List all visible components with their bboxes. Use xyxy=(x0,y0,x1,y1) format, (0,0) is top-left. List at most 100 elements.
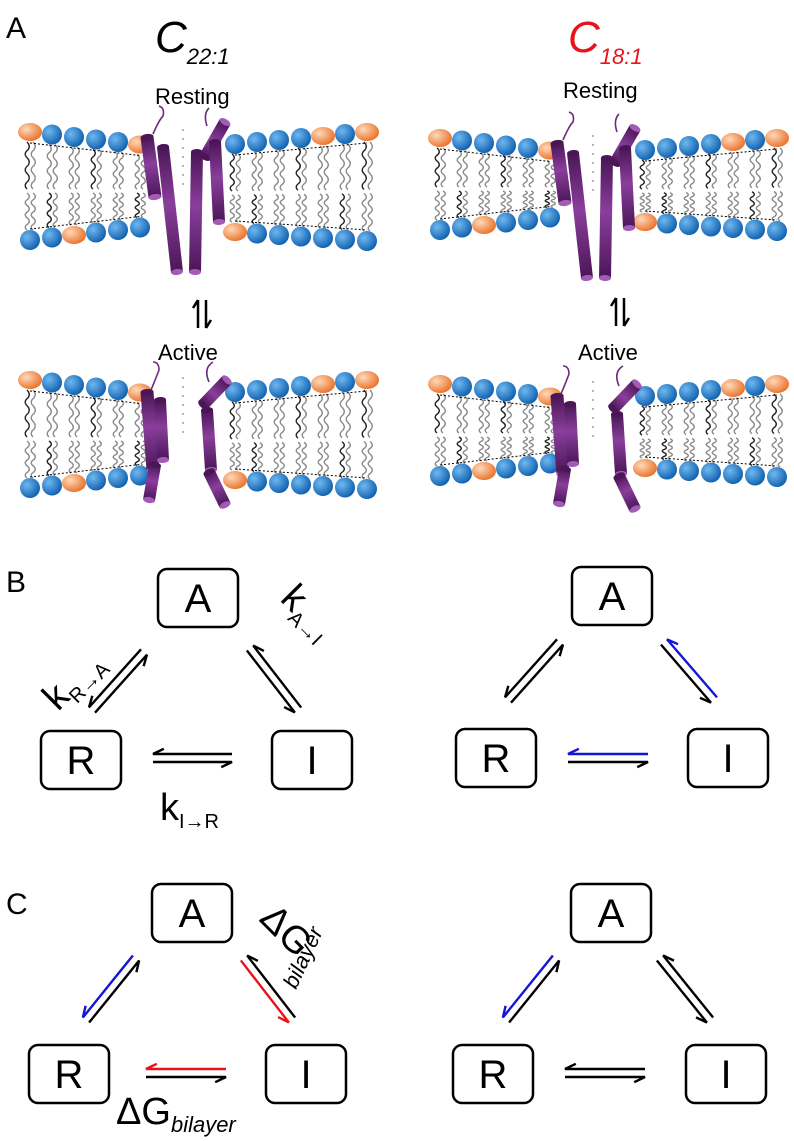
headgroup-bottom xyxy=(767,467,787,487)
c-left-state-r: R xyxy=(27,1043,111,1105)
protein-helix xyxy=(203,468,231,509)
headgroup-top xyxy=(657,138,677,158)
headgroup-bottom xyxy=(223,223,247,241)
headgroup-bottom xyxy=(42,475,62,496)
headgroup-bottom xyxy=(20,478,40,498)
headgroup-bottom xyxy=(108,220,128,240)
kinetic-arrows xyxy=(81,638,718,1084)
headgroup-bottom xyxy=(357,479,377,499)
membrane-boundary xyxy=(29,464,141,478)
pore-dot xyxy=(182,413,184,415)
headgroup-top xyxy=(42,124,62,145)
headgroup-bottom xyxy=(313,228,333,248)
protein-helix xyxy=(154,396,169,464)
right-title-main: C xyxy=(568,13,601,62)
headgroup-top xyxy=(108,380,128,400)
left-resting-label: Resting xyxy=(155,84,230,109)
headgroup-top xyxy=(496,381,516,402)
c-left-r-a-forward xyxy=(88,959,141,1024)
c-right-state-a: A xyxy=(569,882,653,944)
headgroup-top xyxy=(18,371,42,389)
b-right-state-r: R xyxy=(454,727,538,789)
left-title-main: C xyxy=(155,13,188,62)
b-left-r-i-forward xyxy=(153,760,233,769)
headgroup-bottom xyxy=(62,226,86,244)
dg-bottom-label: ΔGbilayer xyxy=(116,1091,237,1137)
headgroup-bottom xyxy=(357,231,377,251)
headgroup-top xyxy=(225,382,245,402)
protein-helix xyxy=(553,465,571,508)
protein-loop xyxy=(150,361,160,391)
protein-helix xyxy=(550,139,572,207)
membrane-boundary xyxy=(439,206,551,220)
headgroup-top xyxy=(679,136,699,156)
left-equilibrium-arrows xyxy=(191,299,213,329)
membrane-boundary xyxy=(439,452,551,466)
headgroup-bottom xyxy=(430,466,450,486)
headgroup-bottom xyxy=(472,462,496,480)
c-left-r-i-forward xyxy=(146,1075,227,1084)
headgroup-bottom xyxy=(472,216,496,234)
headgroup-bottom xyxy=(657,213,677,234)
b-left-r-a-reverse xyxy=(87,648,142,709)
c-right-a-i-forward xyxy=(655,959,708,1024)
protein-helix xyxy=(143,461,161,504)
c-right-a-text: A xyxy=(598,892,625,936)
pore-dot xyxy=(182,431,184,433)
membrane-boundary xyxy=(29,390,141,404)
headgroup-top xyxy=(765,375,789,393)
headgroup-bottom xyxy=(540,453,560,474)
b-left-a-i-reverse xyxy=(252,644,303,709)
pore-dot xyxy=(182,174,184,176)
b-right-state-i: I xyxy=(686,727,770,789)
b-right-r-i-reverse xyxy=(567,747,648,756)
headgroup-bottom xyxy=(20,230,40,250)
pore-dot xyxy=(592,417,594,419)
c-right-r-a-reverse xyxy=(501,954,554,1019)
dg-bottom-delta: ΔG xyxy=(116,1091,171,1133)
headgroup-top xyxy=(745,130,765,150)
protein-loop xyxy=(615,365,624,387)
headgroup-bottom xyxy=(518,456,538,476)
headgroup-top xyxy=(765,129,789,147)
c-left-r-a-reverse xyxy=(81,954,134,1019)
headgroup-bottom xyxy=(335,477,355,498)
pore-dot xyxy=(182,147,184,149)
headgroup-top xyxy=(518,138,538,158)
protein-helix xyxy=(564,400,579,468)
rate-r-to-a: kR→A xyxy=(35,641,115,721)
headgroup-bottom xyxy=(701,462,721,483)
c-right-i-text: I xyxy=(720,1053,731,1097)
pore-dot xyxy=(182,129,184,131)
headgroup-top xyxy=(701,380,721,400)
panel-b-letter: B xyxy=(6,566,26,599)
right-lipid-title: C18:1 xyxy=(568,13,643,69)
headgroup-bottom xyxy=(223,471,247,489)
pore-dot xyxy=(182,138,184,140)
headgroup-bottom xyxy=(291,474,311,495)
left-title-sub: 22:1 xyxy=(186,44,230,69)
pore-dot xyxy=(592,435,594,437)
b-left-i-text: I xyxy=(306,739,317,783)
pore-dot xyxy=(592,153,594,155)
pore-dot xyxy=(592,144,594,146)
pore-dot xyxy=(592,426,594,428)
pore-dot xyxy=(592,189,594,191)
headgroup-bottom xyxy=(269,473,289,493)
b-left-state-r: R xyxy=(39,729,123,791)
headgroup-top xyxy=(721,379,745,397)
b-left-r-i-reverse xyxy=(152,747,232,756)
headgroup-top xyxy=(745,376,765,396)
headgroup-bottom xyxy=(701,216,721,237)
headgroup-bottom xyxy=(86,222,106,243)
protein-helix xyxy=(611,410,627,478)
c-left-a-i-reverse xyxy=(246,954,297,1019)
headgroup-top xyxy=(269,378,289,398)
membrane-left-active xyxy=(18,361,379,509)
b-left-state-a: A xyxy=(156,567,240,629)
headgroup-top xyxy=(701,134,721,154)
headgroup-top xyxy=(86,129,106,150)
rate-a-to-i: kA→I xyxy=(270,577,343,650)
headgroup-bottom xyxy=(745,465,765,486)
headgroup-bottom xyxy=(130,217,150,238)
